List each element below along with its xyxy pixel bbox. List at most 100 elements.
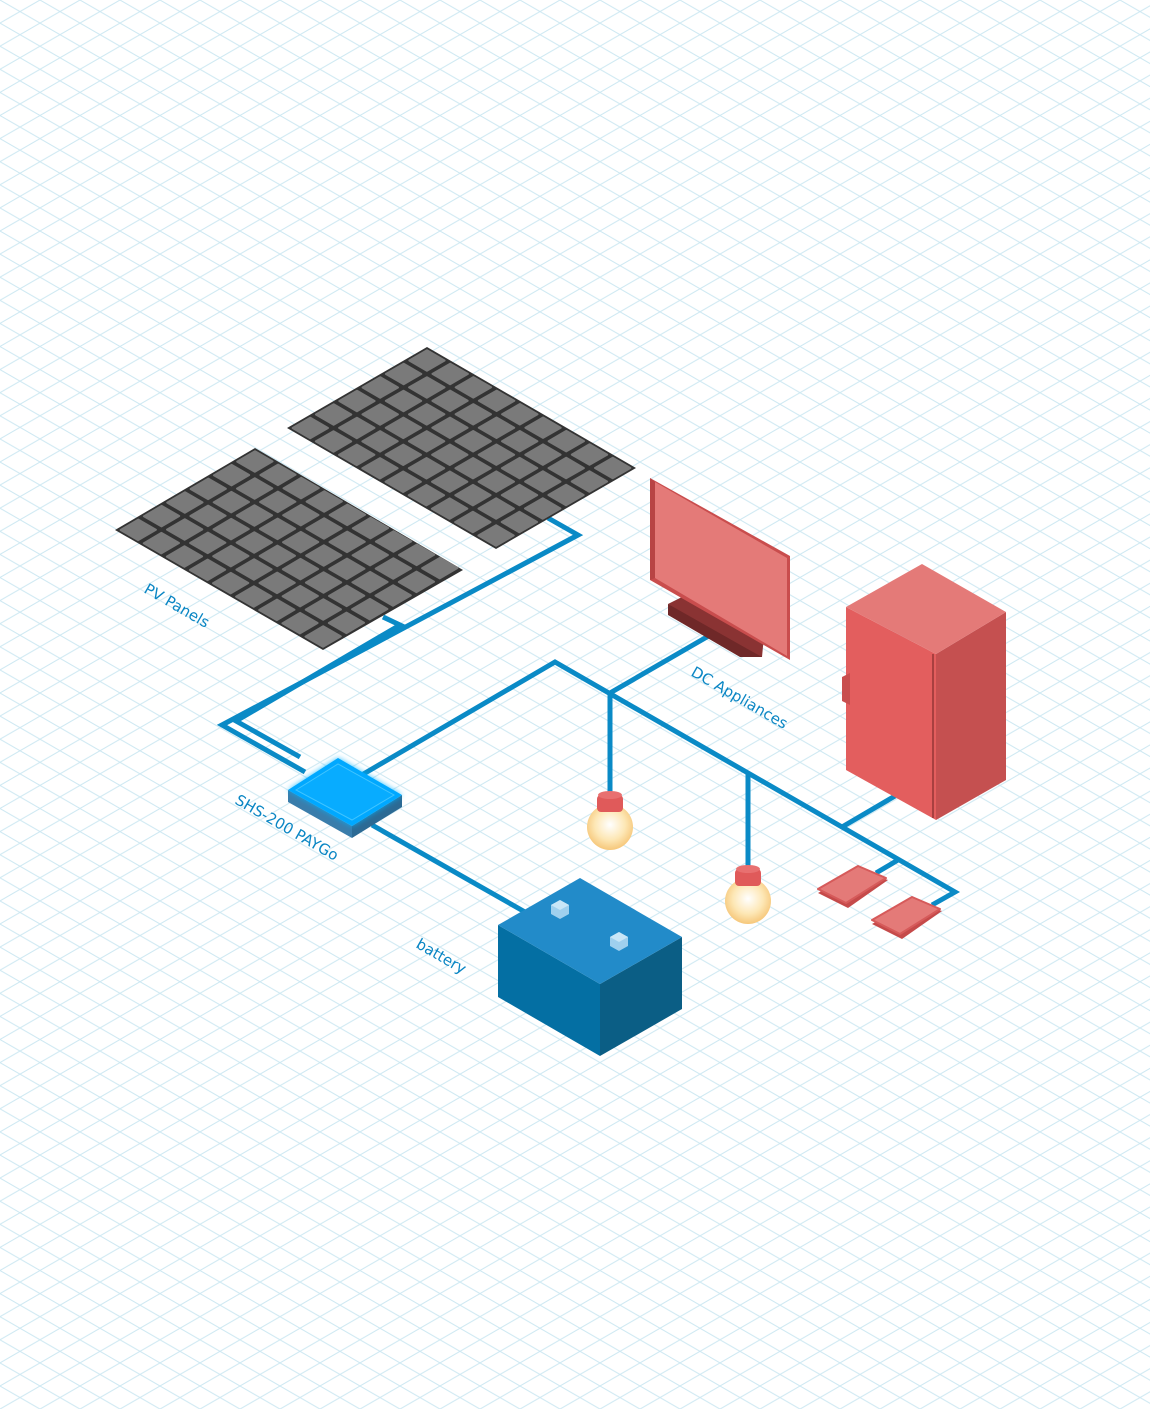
solar-cell [235,531,273,554]
solar-cell [328,503,366,527]
solar-cell [547,429,585,453]
solar-cell [305,517,343,540]
solar-cell [407,457,446,480]
solar-cell [305,490,343,513]
shs-controller[interactable] [288,758,402,838]
fridge-appliance[interactable] [842,564,1006,820]
solar-cell [281,611,319,635]
solar-cell [594,456,632,480]
solar-cell [212,544,250,568]
solar-cell [212,571,250,595]
solar-cell [361,403,399,426]
solar-cell [212,517,250,541]
solar-cell [304,598,342,621]
solar-cell [374,530,413,553]
solar-cell [477,524,515,547]
solar-cell [351,516,390,540]
solar-cell [235,558,273,581]
solar-cell [454,483,492,507]
solar-cell [477,470,515,493]
solar-cell [477,497,515,520]
solar-cell [235,504,274,527]
solar-cell [431,362,469,386]
solar-cell [361,457,399,480]
solar-cell [454,376,493,399]
solar-cell [501,403,539,426]
solar-cell [212,463,251,487]
wire-phone-1 [874,857,900,876]
solar-cell [384,470,422,493]
solar-cell [282,530,320,554]
solar-cell [166,518,204,541]
solar-cell [477,443,516,466]
solar-cell [258,598,296,622]
solar-cell [338,416,376,440]
solar-cell [328,557,366,581]
solar-cell [282,476,320,500]
solar-cell [361,430,399,453]
solar-cell [119,518,157,542]
solar-cell [408,403,446,426]
solar-cell [314,403,353,426]
wiring [216,515,961,915]
solar-cell [281,557,320,581]
solar-cell [259,463,297,487]
solar-cell [259,490,297,514]
solar-cell [454,430,492,453]
solar-cell [524,416,562,439]
solar-cell [500,510,539,534]
solar-cell [258,517,297,541]
solar-cell [165,545,204,568]
panel-frame [287,347,636,549]
solar-cell [477,416,516,439]
solar-cell [212,490,250,514]
solar-cell [524,470,562,493]
panel-frame [115,448,463,650]
solar-cell [304,571,343,594]
solar-cell [374,584,412,607]
solar-cell [328,584,366,608]
solar-cell [338,389,376,413]
solar-cell [305,544,343,567]
phone-1[interactable] [817,865,888,908]
light-bulb-2[interactable] [725,865,771,924]
solar-cell [501,430,539,453]
fridge-handle [842,673,850,705]
solar-cell [338,443,376,467]
wire-panel1-to-controller [230,614,406,760]
solar-cell [327,611,366,635]
solar-cell [500,456,539,480]
solar-cell [374,557,412,580]
solar-cell [384,389,423,413]
solar-cell [236,450,274,473]
solar-cell [328,530,366,554]
battery[interactable] [498,878,682,1056]
solar-cell [524,497,562,520]
solar-cell [351,543,389,567]
solar-cell [236,477,274,500]
solar-cell [189,504,227,528]
wire-battery [370,822,527,915]
phone-2[interactable] [871,896,942,939]
solar-cell [384,443,422,466]
solar-cell [454,457,492,480]
solar-cell [189,531,227,555]
solar-cell [570,470,609,493]
light-bulb-1[interactable] [587,791,633,850]
solar-cell [407,430,446,453]
solar-cell [258,571,296,595]
solar-cell [351,570,389,594]
solar-cell [431,416,469,439]
solar-cell [235,585,273,608]
solar-cell [314,430,353,453]
pv-panel-2 [287,347,636,549]
solar-cell [189,477,227,501]
tv-appliance[interactable] [650,478,790,660]
solar-cell [454,510,492,534]
solar-cell [524,443,562,466]
solar-cell [351,597,389,621]
solar-cell [500,483,539,507]
solar-cell [281,584,319,608]
